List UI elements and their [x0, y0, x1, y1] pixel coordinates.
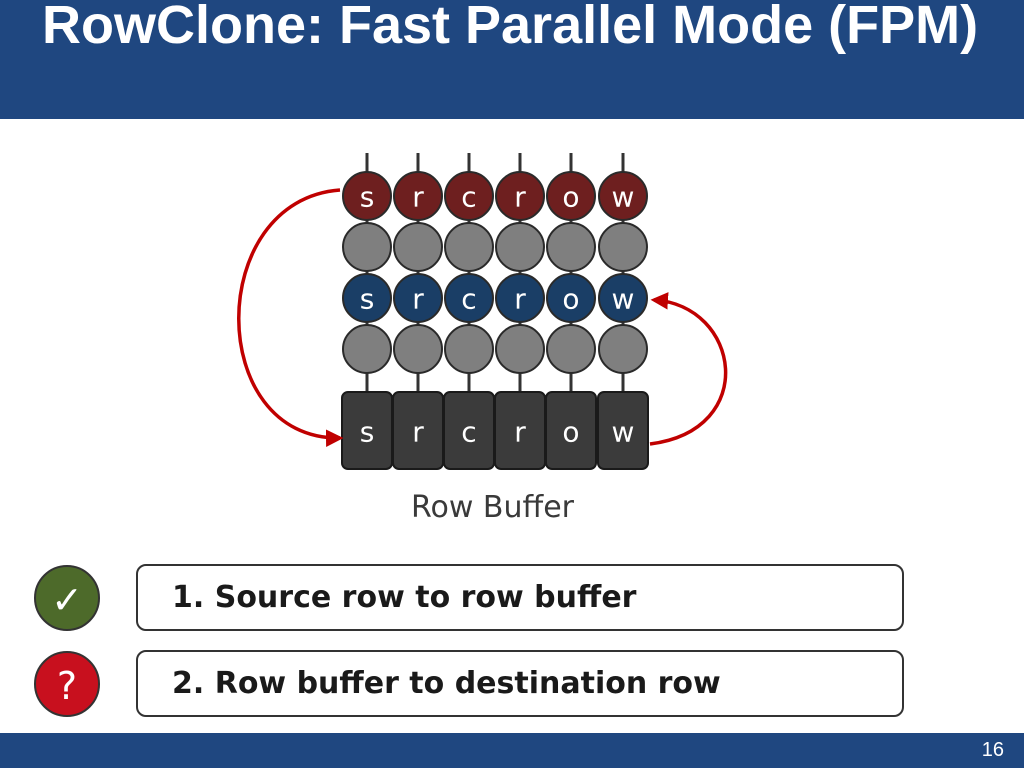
empty-cell — [342, 324, 392, 374]
step-2-box: 2. Row buffer to destination row — [136, 650, 904, 717]
slide-title: RowClone: Fast Parallel Mode (FPM) — [42, 0, 979, 55]
source-row-cell — [495, 171, 545, 221]
destination-row-cell-letter: r — [412, 283, 424, 316]
step-1-label: 1. Source row to row buffer — [172, 580, 637, 615]
empty-cell — [598, 324, 648, 374]
source-row-cell-letter: r — [412, 181, 424, 214]
empty-cell — [393, 222, 443, 272]
destination-row-cell-letter: w — [612, 283, 635, 316]
step-1-box: 1. Source row to row buffer — [136, 564, 904, 631]
page-number: 16 — [981, 739, 1004, 761]
destination-row-cell-letter: o — [562, 283, 579, 316]
empty-cell — [495, 222, 545, 272]
buffer-to-destination-arrow — [649, 292, 728, 446]
checkmark-icon: ✓ — [34, 565, 100, 631]
destination-row-cell-letter: s — [360, 283, 375, 316]
source-row-cell — [546, 171, 596, 221]
row-buffer-letter: o — [562, 416, 579, 449]
destination-row-cell — [444, 273, 494, 323]
row-buffer-label: Row Buffer — [411, 490, 574, 525]
empty-cell — [444, 324, 494, 374]
empty-cell — [546, 222, 596, 272]
row-buffer-letter: w — [612, 416, 635, 449]
destination-row-cell — [342, 273, 392, 323]
destination-row-cell — [546, 273, 596, 323]
row-buffer-letter: c — [461, 416, 476, 449]
source-row-cell — [444, 171, 494, 221]
title-bar: RowClone: Fast Parallel Mode (FPM) — [0, 0, 1024, 119]
empty-cell — [393, 324, 443, 374]
destination-row-cell-letter: c — [461, 283, 476, 316]
question-icon: ? — [34, 651, 100, 717]
source-row-cell-letter: s — [360, 181, 375, 214]
destination-row-cell — [393, 273, 443, 323]
row-buffer-letter: r — [514, 416, 526, 449]
step-2-label: 2. Row buffer to destination row — [172, 666, 721, 701]
destination-row-cell — [495, 273, 545, 323]
row-buffer-letter: s — [360, 416, 375, 449]
source-row-cell-letter: w — [612, 181, 635, 214]
empty-cell — [598, 222, 648, 272]
row-buffer-cell — [545, 391, 597, 470]
source-row-cell — [598, 171, 648, 221]
source-to-buffer-arrow — [237, 188, 344, 447]
destination-row-cell — [598, 273, 648, 323]
source-row-cell-letter: c — [461, 181, 476, 214]
row-buffer-letter: r — [412, 416, 424, 449]
empty-cell — [546, 324, 596, 374]
empty-cell — [495, 324, 545, 374]
source-row-cell — [393, 171, 443, 221]
row-buffer-cell — [597, 391, 649, 470]
empty-cell — [342, 222, 392, 272]
source-row-cell — [342, 171, 392, 221]
source-row-cell-letter: r — [514, 181, 526, 214]
destination-row-cell-letter: r — [514, 283, 526, 316]
source-row-cell-letter: o — [562, 181, 579, 214]
footer-bar: 16 — [0, 733, 1024, 768]
empty-cell — [444, 222, 494, 272]
